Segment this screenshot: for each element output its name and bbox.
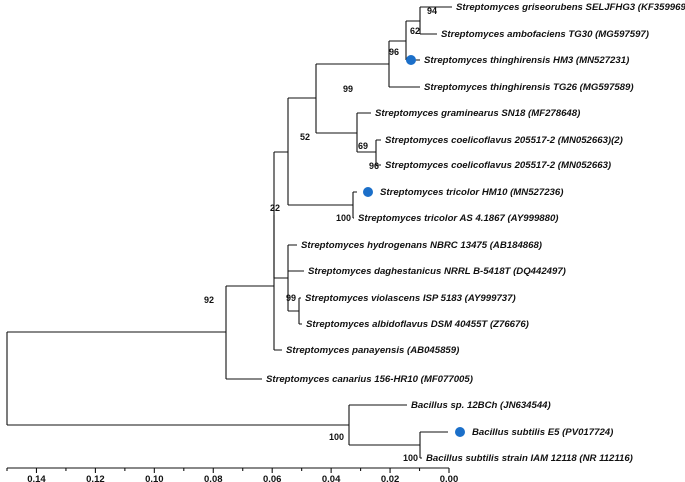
taxon-label: Streptomyces ambofaciens TG30 (MG597597) [441, 29, 649, 40]
bootstrap-label: 99 [343, 84, 353, 94]
bootstrap-label: 96 [369, 161, 379, 171]
taxon-labels: Streptomyces griseorubens SELJFHG3 (KF35… [266, 2, 685, 464]
taxon-label: Streptomyces thinghirensis TG26 (MG59758… [424, 82, 634, 93]
branch [6, 331, 349, 426]
axis-tick-label: 0.00 [440, 474, 459, 482]
branch [287, 244, 304, 312]
bootstrap-label: 62 [410, 26, 420, 36]
taxon-label: Streptomyces hydrogenans NBRC 13475 (AB1… [301, 240, 542, 251]
branch [273, 215, 282, 351]
bootstrap-label: 94 [427, 6, 437, 16]
bootstrap-values: 94 62 96 99 69 96 52 100 22 99 92 100 10… [204, 6, 437, 463]
bootstrap-label: 100 [403, 453, 418, 463]
taxon-label: Streptomyces thinghirensis HM3 (MN527231… [424, 55, 629, 66]
axis-tick-label: 0.06 [263, 474, 282, 482]
taxon-label: Streptomyces tricolor AS 4.1867 (AY99988… [358, 213, 559, 224]
bootstrap-label: 99 [286, 293, 296, 303]
marker-circle-subtilis-e5 [455, 427, 465, 437]
taxon-label: Streptomyces panayensis (AB045859) [286, 345, 459, 356]
taxon-label: Streptomyces violascens ISP 5183 (AY9997… [305, 293, 516, 304]
axis-tick-label: 0.12 [86, 474, 105, 482]
tree-branches [6, 6, 452, 459]
taxon-label: Streptomyces coelicoflavus 205517-2 (MN0… [385, 135, 623, 146]
distance-axis: 0.14 0.12 0.10 0.08 0.06 0.04 0.02 0.00 [6, 467, 459, 482]
axis-tick-label: 0.14 [27, 474, 46, 482]
bootstrap-label: 100 [336, 213, 351, 223]
axis-tick-label: 0.04 [322, 474, 341, 482]
taxon-label: Streptomyces tricolor HM10 (MN527236) [380, 187, 563, 198]
axis-tick-label: 0.02 [381, 474, 400, 482]
bootstrap-label: 22 [270, 203, 280, 213]
branch [287, 97, 353, 206]
bootstrap-label: 100 [329, 432, 344, 442]
taxon-label: Bacillus sp. 12BCh (JN634544) [411, 400, 551, 411]
bootstrap-label: 92 [204, 295, 214, 305]
branch [225, 285, 274, 380]
taxon-label: Streptomyces griseorubens SELJFHG3 (KF35… [456, 2, 685, 13]
taxon-label: Streptomyces daghestanicus NRRL B-5418T … [308, 266, 566, 277]
taxon-label: Streptomyces canarius 156-HR10 (MF077005… [266, 374, 473, 385]
branch [298, 297, 302, 325]
branch [273, 151, 288, 279]
taxon-label: Streptomyces coelicoflavus 205517-2 (MN0… [385, 160, 611, 171]
marker-circle-thinghirensis-hm3 [406, 55, 416, 65]
taxon-label: Streptomyces albidoflavus DSM 40455T (Z7… [306, 319, 529, 330]
highlight-markers [363, 55, 465, 437]
branch [348, 404, 420, 446]
branch [352, 191, 357, 219]
bootstrap-label: 52 [300, 132, 310, 142]
taxon-label: Bacillus subtilis E5 (PV017724) [472, 427, 613, 438]
bootstrap-label: 96 [389, 47, 399, 57]
taxon-label: Streptomyces graminearus SN18 (MF278648) [375, 108, 580, 119]
bootstrap-label: 69 [358, 141, 368, 151]
axis-tick-label: 0.08 [204, 474, 223, 482]
taxon-label: Bacillus subtilis strain IAM 12118 (NR 1… [426, 453, 633, 464]
marker-circle-tricolor-hm10 [363, 187, 373, 197]
branch [315, 63, 389, 134]
axis-tick-label: 0.10 [145, 474, 164, 482]
